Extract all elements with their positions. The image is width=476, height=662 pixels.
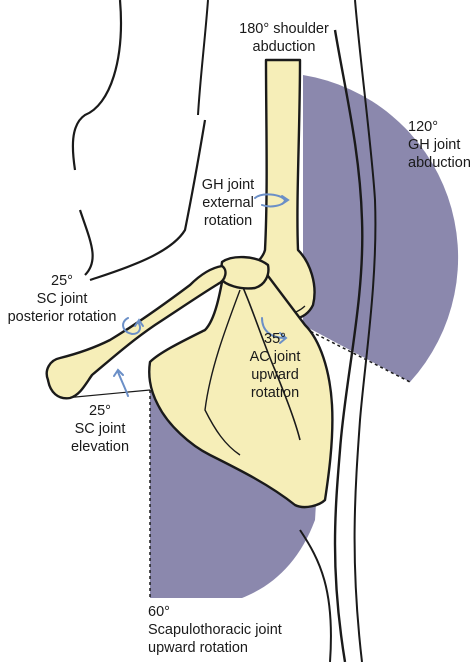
label-shoulder-abduction-value: 180° shoulder xyxy=(239,21,329,37)
label-gh-external-rotation-line3: rotation xyxy=(203,213,253,229)
scapula-spine xyxy=(234,269,301,441)
torso-outline xyxy=(333,29,364,662)
label-sc-posterior-rotation-value: 25° xyxy=(51,273,73,289)
label-sc-posterior-rotation: 25° SC joint posterior rotation xyxy=(0,272,124,326)
label-gh-external-rotation-line2: external xyxy=(202,195,254,211)
label-scapulothoracic-rotation-value: 60° xyxy=(148,604,170,620)
label-sc-elevation: 25° SC joint elevation xyxy=(62,402,138,456)
ac-upward-rotation-arrow xyxy=(261,317,288,344)
ear-outline xyxy=(71,0,122,171)
label-gh-external-rotation: GH joint external rotation xyxy=(190,176,266,230)
label-gh-abduction-joint: GH joint xyxy=(408,137,461,153)
label-sc-elevation-value: 25° xyxy=(89,403,111,419)
scapula-bone xyxy=(148,260,334,509)
arm-outline xyxy=(353,0,377,662)
label-ac-upward-rotation-value: 35° xyxy=(264,331,286,347)
label-ac-upward-rotation-desc: upward xyxy=(251,367,299,383)
label-shoulder-abduction: 180° shoulder abduction xyxy=(224,20,344,56)
label-scapulothoracic-rotation-joint: Scapulothoracic joint xyxy=(148,622,282,638)
neck-outline-upper xyxy=(197,0,209,116)
label-sc-posterior-rotation-joint: SC joint xyxy=(36,291,88,307)
label-sc-elevation-joint: SC joint xyxy=(74,421,126,437)
gh-abduction-sector xyxy=(303,75,459,382)
label-sc-posterior-rotation-desc: posterior rotation xyxy=(7,309,117,325)
gh-external-rotation-arrow xyxy=(254,193,290,208)
sc-elevation-baseline xyxy=(64,389,151,399)
neck-outline xyxy=(89,119,207,282)
label-ac-upward-rotation-desc2: rotation xyxy=(250,385,300,401)
scapula-inner-edge xyxy=(204,289,241,456)
gh-reference-line xyxy=(299,325,411,383)
label-gh-abduction-value: 120° xyxy=(408,119,438,135)
chest-outline xyxy=(299,529,332,662)
label-ac-upward-rotation: 35° AC joint upward rotation xyxy=(240,330,310,402)
label-gh-abduction: 120° GH joint abduction xyxy=(408,118,471,172)
label-scapulothoracic-rotation: 60° Scapulothoracic joint upward rotatio… xyxy=(148,603,282,657)
label-gh-abduction-desc: abduction xyxy=(408,155,471,171)
clavicle-bone xyxy=(45,264,227,400)
label-shoulder-abduction-desc: abduction xyxy=(252,39,316,55)
sc-posterior-rotation-arrow xyxy=(122,317,144,336)
label-scapulothoracic-rotation-desc: upward rotation xyxy=(148,640,248,656)
label-ac-upward-rotation-joint: AC joint xyxy=(249,349,301,365)
head-outline xyxy=(78,209,94,276)
label-gh-external-rotation-joint: GH joint xyxy=(201,177,255,193)
acromion-bone xyxy=(218,255,270,290)
sc-elevation-arrow xyxy=(113,368,129,397)
label-sc-elevation-desc: elevation xyxy=(70,439,130,455)
